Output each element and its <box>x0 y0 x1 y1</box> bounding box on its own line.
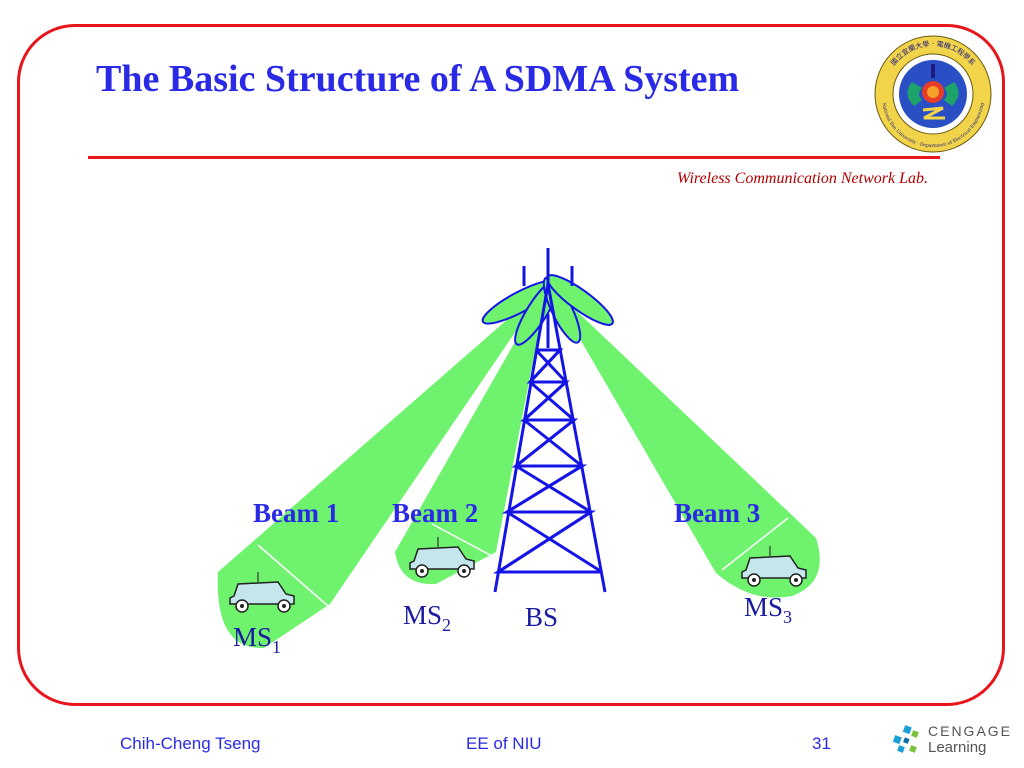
university-logo: 國立宜蘭大學 ‧ 電機工程學系 National Ilan University… <box>874 35 992 153</box>
footer-author: Chih-Cheng Tseng <box>120 734 261 753</box>
publisher-name: CENGAGE <box>928 723 1013 739</box>
beam-1-shape <box>217 284 548 649</box>
ms1-subscript: 1 <box>272 637 281 657</box>
mobile-station-1-car-icon <box>229 572 295 613</box>
mobile-station-2-car-icon <box>409 537 475 578</box>
base-station-tower <box>492 248 607 593</box>
ms3-base: MS <box>744 592 783 622</box>
slide-frame <box>17 24 1005 706</box>
beam-1-divider <box>257 544 329 607</box>
ms1-base: MS <box>233 622 272 652</box>
mobile-station-3-label: MS3 <box>744 592 792 627</box>
ms3-subscript: 3 <box>783 607 792 627</box>
cengage-mark-icon <box>892 725 919 753</box>
publisher-subname: Learning <box>928 739 987 756</box>
publisher-logo: CENGAGE Learning <box>890 722 1014 758</box>
beam-3-divider <box>721 517 789 571</box>
slide-title: The Basic Structure of A SDMA System <box>96 58 740 100</box>
beam-3-shape <box>548 284 820 598</box>
lab-name: Wireless Communication Network Lab. <box>677 170 928 187</box>
page-number: 31 <box>812 734 831 753</box>
beam-3-label: Beam 3 <box>674 498 760 528</box>
beam-2-divider <box>431 523 493 557</box>
beam-1-label: Beam 1 <box>253 498 339 528</box>
base-station-label: BS <box>525 602 558 632</box>
mobile-station-3-car-icon <box>741 546 807 587</box>
mobile-station-2-label: MS2 <box>403 600 451 635</box>
footer-course: EE of NIU <box>466 734 542 753</box>
title-underline <box>88 156 940 159</box>
beam-2-label: Beam 2 <box>392 498 478 528</box>
ms2-base: MS <box>403 600 442 630</box>
mobile-station-1-label: MS1 <box>233 622 281 657</box>
ms2-subscript: 2 <box>442 615 451 635</box>
beam-2-shape <box>395 284 548 585</box>
antenna-lobes <box>481 274 614 346</box>
